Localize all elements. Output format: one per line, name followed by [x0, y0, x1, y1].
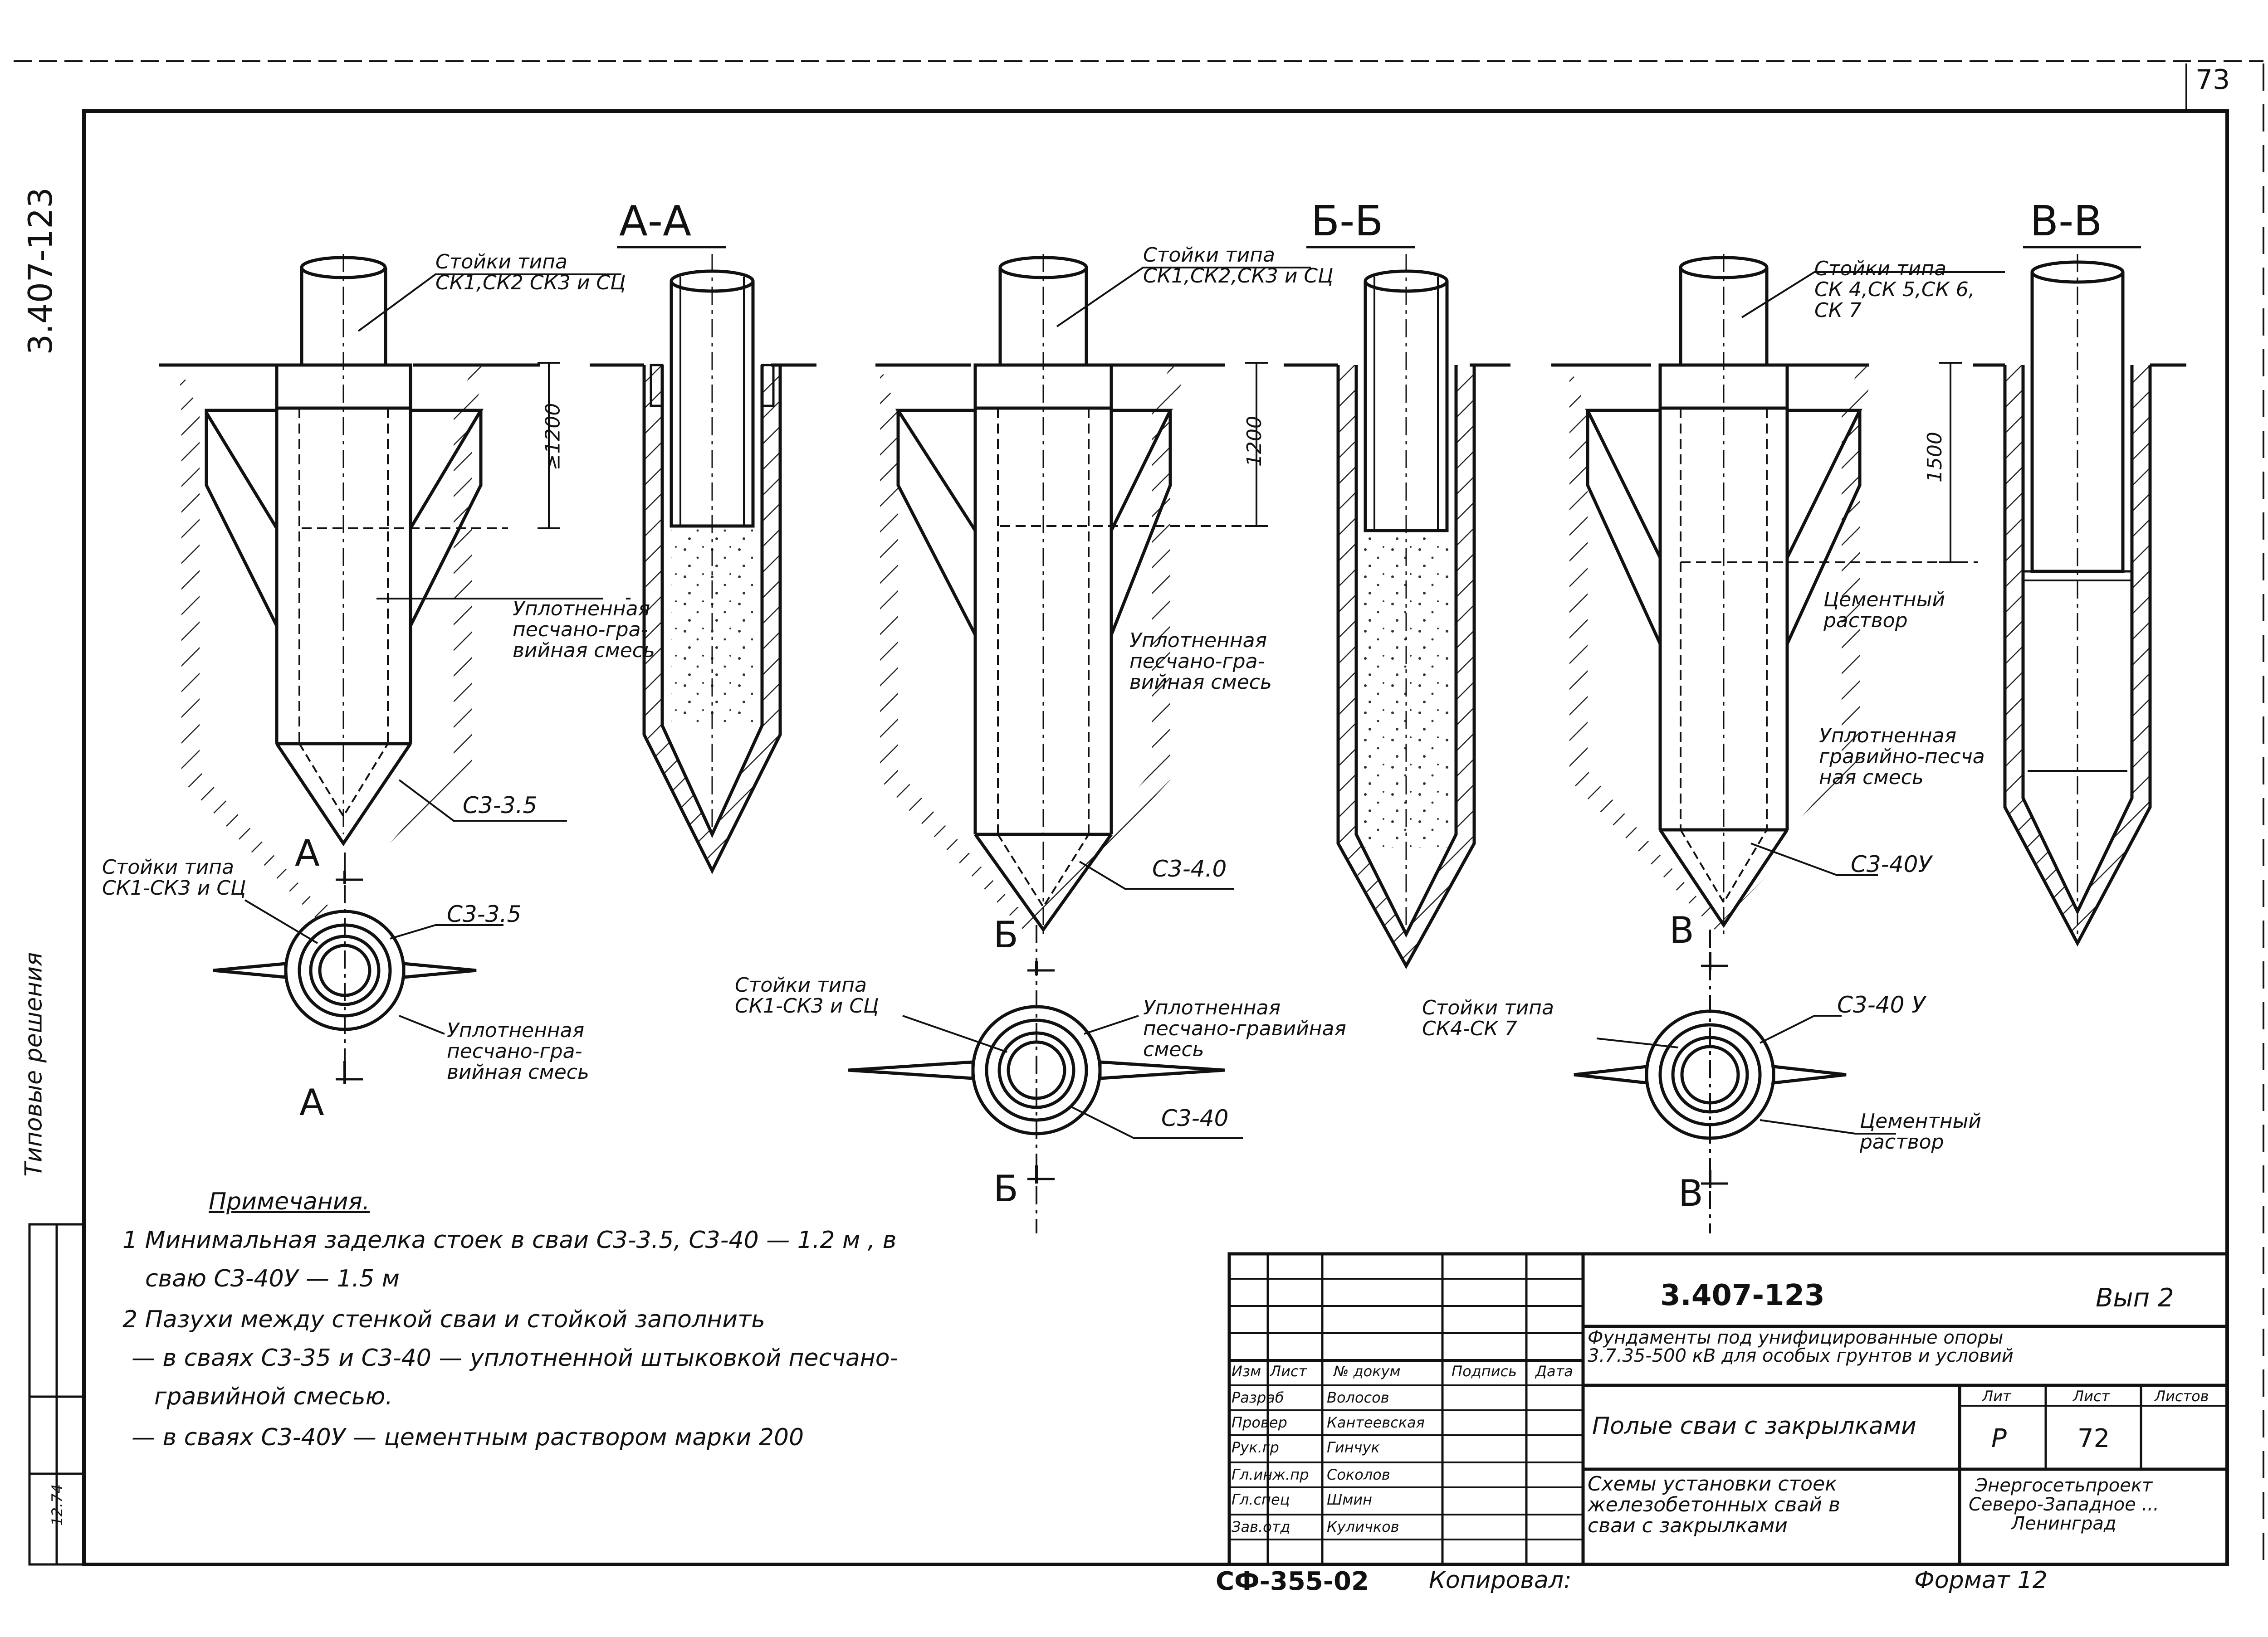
pile1-post-label: Стойки типа СК1,СК2 СК3 и СЦ	[435, 250, 626, 295]
tb-col-header-3: Подпись	[1452, 1363, 1517, 1380]
plan3-pile-label: С3-40 У	[1837, 992, 1926, 1018]
note-line-6: — в сваях С3-40У — цементным раствором м…	[132, 1424, 804, 1451]
notes-title: Примечания.	[209, 1188, 370, 1215]
title-block-grid	[1227, 1252, 2229, 1566]
plan3-cut-mark-top: В	[1669, 909, 1694, 951]
pile1-dimension: ≥1200	[541, 403, 565, 471]
title-block-organization: Энергосетьпроект Северо-Западное ... Лен…	[1969, 1475, 2159, 1534]
tb-name-1: Кантеевская	[1327, 1414, 1425, 1431]
plan3	[1574, 930, 1896, 1233]
section-aa	[590, 246, 816, 874]
section-bb	[1284, 246, 1510, 970]
pile1-pile-label: С3-3.5	[463, 792, 538, 818]
side-doc-code: 3.407-123	[21, 187, 60, 355]
title-block-stage-header: Лит	[1982, 1388, 2011, 1405]
note-line-5: гравийной смесью.	[154, 1383, 393, 1410]
tb-role-3: Гл.инж.пр	[1232, 1466, 1309, 1483]
plan2-cut-mark-bottom: Б	[993, 1168, 1018, 1210]
title-block-sheet-title: Полые сваи с закрылками	[1592, 1413, 1916, 1440]
tb-role-5: Зав.отд	[1232, 1518, 1290, 1535]
pile2-fill-label: Уплотненная песчано-гра- вийная смесь	[1129, 629, 1272, 694]
plan2-pile-label: С3-40	[1161, 1105, 1229, 1131]
tb-role-0: Разраб	[1232, 1389, 1284, 1406]
note-line-1: 1 Минимальная заделка стоек в сваи С3-3.…	[122, 1227, 897, 1254]
section-bb-title: Б-Б	[1311, 197, 1383, 245]
tb-role-4: Гл.спец	[1232, 1491, 1290, 1508]
note-line-3: 2 Пазухи между стенкой сваи и стойкой за…	[122, 1306, 765, 1333]
side-stamp	[28, 1223, 85, 1566]
plan3-mortar-label: Цементный раствор	[1860, 1110, 1981, 1154]
tb-col-header-4: Дата	[1535, 1363, 1573, 1380]
pile3-soil-hatch	[1569, 365, 1878, 930]
pile1-soil-hatch	[179, 365, 490, 930]
section-bb-soil-hatch	[1338, 365, 1474, 966]
title-block-sheet-header: Лист	[2073, 1388, 2110, 1405]
note-line-4: — в сваях С3-35 и С3-40 — уплотненной шт…	[132, 1345, 899, 1372]
side-category: Типовые решения	[20, 952, 48, 1177]
plan1-fill-label: Уплотненная песчано-гра- вийная смесь	[447, 1019, 589, 1084]
plan1-cut-mark-bottom: А	[299, 1082, 324, 1124]
note-line-2: сваю С3-40У — 1.5 м	[145, 1265, 400, 1292]
copied-by: Копировал:	[1429, 1567, 1572, 1594]
pile2-elevation	[875, 254, 1311, 934]
tb-name-5: Куличков	[1327, 1518, 1399, 1535]
title-block-project: Фундаменты под унифицированные опоры 3.7…	[1588, 1327, 2014, 1366]
pile3-post-label: Стойки типа СК 4,СК 5,СК 6, СК 7	[1814, 257, 1975, 322]
tb-col-header-2: № докум	[1334, 1363, 1401, 1380]
side-date: 12.74	[48, 1484, 66, 1526]
plan3-cut-mark-bottom: В	[1678, 1172, 1703, 1214]
section-aa-soil-hatch	[644, 365, 780, 871]
pile1-fill-label: Уплотненная песчано-гра- вийная смесь	[513, 597, 655, 663]
tb-role-2: Рук.гр	[1232, 1439, 1279, 1456]
sheet-frame	[14, 60, 2264, 1566]
title-block-stage: Р	[1991, 1424, 2007, 1453]
section-vv	[1973, 246, 2186, 947]
section-vv-soil-hatch	[2005, 365, 2150, 943]
pile2-soil-hatch	[880, 365, 1188, 934]
tb-col-header-1: Лист	[1270, 1363, 1307, 1380]
plan3-post-label: Стойки типа СК4-СК 7	[1422, 996, 1554, 1041]
title-block-code: 3.407-123	[1660, 1279, 1825, 1312]
plan1-cut-mark-top: А	[295, 832, 320, 874]
pile3-elevation	[1551, 254, 2005, 934]
section-aa-title: А-А	[619, 197, 692, 245]
pile2-post-label: Стойки типа СК1,СК2,СК3 и СЦ	[1143, 244, 1334, 288]
pile2-pile-label: С3-4.0	[1152, 856, 1227, 882]
tb-name-4: Шмин	[1327, 1491, 1373, 1508]
tb-role-1: Провер	[1232, 1414, 1287, 1431]
pile3-dimension: 1500	[1923, 432, 1946, 483]
drawing-code: СФ-355-02	[1216, 1567, 1369, 1596]
plan2-post-label: Стойки типа СК1-СК3 и СЦ	[735, 974, 879, 1018]
tb-name-0: Волосов	[1327, 1389, 1389, 1406]
title-block-sheet-no: 72	[2077, 1424, 2110, 1453]
plan2	[848, 925, 1243, 1233]
title-block-sheets-header: Листов	[2155, 1388, 2209, 1405]
tb-name-3: Соколов	[1327, 1466, 1390, 1483]
pile3-fill-label: Уплотненная гравийно-песча ная смесь	[1819, 724, 1985, 789]
pile2-dimension: 1200	[1242, 416, 1266, 467]
tb-col-header-0: Изм	[1232, 1363, 1261, 1380]
format-label: Формат 12	[1914, 1567, 2048, 1594]
title-block-issue: Вып 2	[2096, 1283, 2174, 1313]
pile3-mortar-label: Цементный раствор	[1823, 588, 1945, 633]
plan2-cut-mark-top: Б	[993, 914, 1018, 956]
title-block-drawing-title: Схемы установки стоек железобетонных сва…	[1588, 1472, 1840, 1538]
page-number: 73	[2195, 64, 2230, 96]
pile3-pile-label: С3-40У	[1851, 851, 1932, 877]
section-vv-title: В-В	[2030, 197, 2102, 245]
pile1-elevation	[159, 254, 631, 930]
plan1-post-label: Стойки типа СК1-СК3 и СЦ	[102, 856, 246, 900]
plan1-pile-label: С3-3.5	[447, 901, 522, 927]
tb-name-2: Гинчук	[1327, 1439, 1380, 1456]
plan1	[213, 853, 503, 1084]
plan2-fill-label: Уплотненная песчано-гравийная смесь	[1143, 996, 1346, 1062]
